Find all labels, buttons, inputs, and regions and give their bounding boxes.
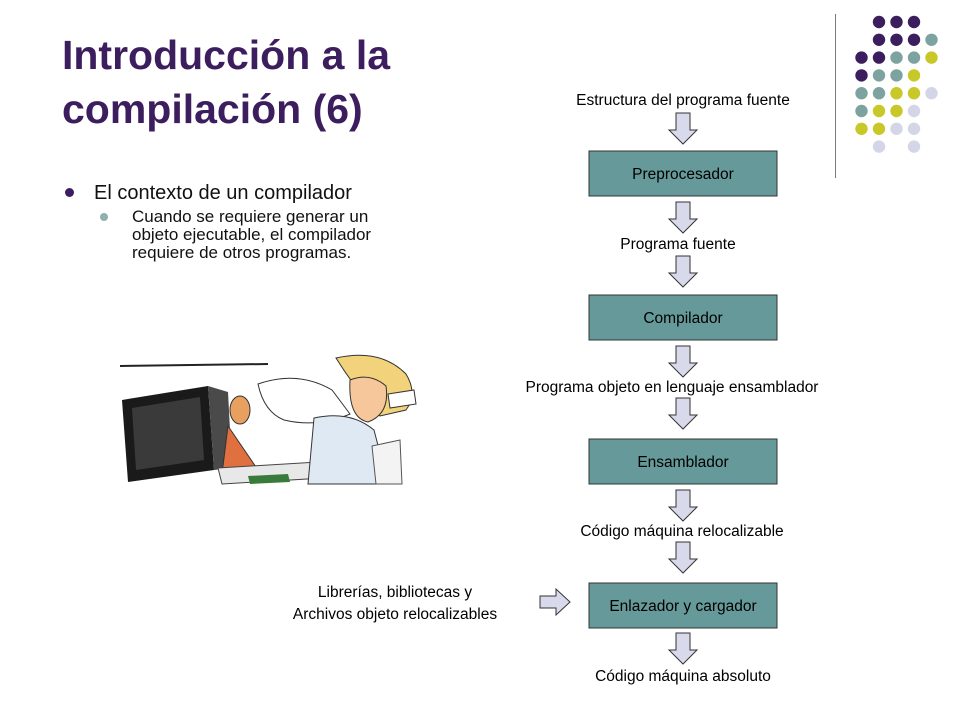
decorative-dot (872, 69, 886, 82)
down-arrow-icon (668, 397, 698, 430)
page-title: Introducción a la compilación (6) (62, 28, 502, 136)
subbullet-item: Cuando se requiere generar un objeto eje… (100, 208, 482, 262)
decorative-dot (890, 33, 903, 46)
decorative-dot-grid-icon (855, 15, 938, 153)
person-at-computer-illustration (119, 354, 417, 485)
down-arrow-icon (668, 112, 698, 145)
bullet-text: El contexto de un compilador (94, 182, 352, 204)
side-input-line-2: Archivos objeto relocalizables (293, 606, 497, 623)
label-source-program: Programa fuente (620, 236, 735, 253)
decorative-dot (907, 51, 921, 64)
label-object-program: Programa objeto en lenguaje ensamblador (526, 379, 819, 396)
label-absolute-code: Código máquina absoluto (595, 668, 771, 685)
box-ensamblador (588, 438, 778, 485)
down-arrow-icon (668, 201, 698, 234)
decorative-dot (855, 69, 868, 82)
down-arrow-icon (668, 541, 698, 574)
down-arrow-icon (668, 255, 698, 288)
decorative-dot (855, 122, 868, 135)
box-preprocesador (588, 150, 778, 197)
label-source-structure: Estructura del programa fuente (576, 92, 790, 109)
right-arrow-icon (539, 587, 571, 617)
decorative-dot (872, 140, 886, 153)
box-label: Ensamblador (637, 454, 728, 471)
box-compilador (588, 294, 778, 341)
decorative-dot (907, 87, 921, 100)
decorative-dot (890, 104, 903, 118)
down-arrow-icon (668, 489, 698, 522)
decorative-dot (907, 104, 921, 118)
decorative-dot (855, 87, 868, 100)
bullet-list: El contexto de un compilador Cuando se r… (62, 180, 482, 262)
decorative-dot (890, 15, 903, 29)
down-arrow-icon (668, 632, 698, 665)
subbullet-line-2: objeto ejecutable, el compilador (132, 225, 372, 244)
decorative-dot (872, 51, 886, 64)
decorative-dot (890, 87, 903, 100)
subbullet-line-1: Cuando se requiere generar un (132, 207, 369, 226)
box-label: Enlazador y cargador (609, 598, 756, 615)
decorative-dot (925, 51, 938, 64)
decorative-dot (907, 122, 921, 135)
label-relocatable-code: Código máquina relocalizable (580, 523, 783, 540)
decorative-divider (835, 14, 836, 178)
decorative-dot (872, 87, 886, 100)
decorative-dot (925, 87, 938, 100)
decorative-dot (890, 51, 903, 64)
box-label: Compilador (643, 310, 722, 327)
down-arrow-icon (668, 345, 698, 378)
decorative-dot (872, 122, 886, 135)
decorative-dot (872, 15, 886, 29)
decorative-dot (907, 33, 921, 46)
title-line-2: compilación (6) (62, 86, 363, 132)
side-input-line-1: Librerías, bibliotecas y (318, 584, 472, 601)
decorative-dot (855, 104, 868, 118)
decorative-dot (872, 104, 886, 118)
decorative-dot (925, 33, 938, 46)
decorative-dot (907, 140, 921, 153)
decorative-dot (890, 122, 903, 135)
decorative-dot (855, 51, 868, 64)
subbullet-line-3: requiere de otros programas. (132, 243, 352, 262)
decorative-dot (872, 33, 886, 46)
box-enlazador-cargador (588, 582, 778, 629)
box-label: Preprocesador (632, 166, 734, 183)
decorative-dot (907, 69, 921, 82)
decorative-dot (890, 69, 903, 82)
title-line-1: Introducción a la (62, 32, 391, 78)
bullet-item: El contexto de un compilador (62, 180, 482, 206)
decorative-dot (907, 15, 921, 29)
